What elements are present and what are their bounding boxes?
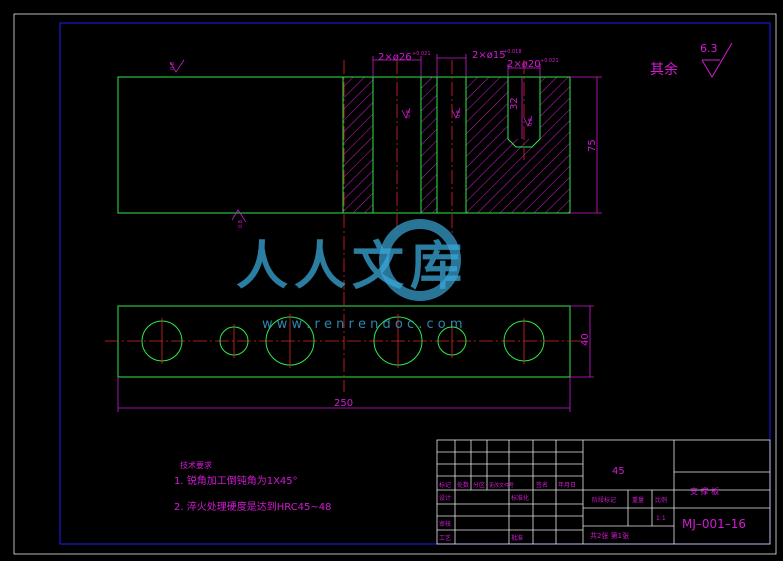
roughness-general-symbol [701, 42, 733, 78]
dim-height: 75 [587, 139, 598, 152]
header-date: 年月日 [558, 481, 576, 489]
front-dimensions [372, 54, 602, 214]
notes-line-2: 2. 淬火处理硬度是达到HRC45~48 [174, 500, 332, 513]
slot-outline [507, 77, 541, 148]
watermark-url: w w w . r e n r e n d o c . c o m [262, 317, 463, 332]
drawing-number: MJ–001–16 [682, 517, 746, 531]
header-mark: 标记 [439, 481, 451, 489]
hatch-region-2 [421, 77, 437, 213]
dim-hole-15-tol: +0.018 [503, 49, 522, 55]
watermark [379, 219, 461, 301]
material: 45 [612, 466, 625, 477]
header-signature: 签名 [536, 481, 548, 489]
watermark-logo [379, 219, 461, 301]
designer-label: 设计 [439, 494, 451, 502]
plan-view [105, 292, 585, 392]
outer-frame [13, 13, 777, 555]
dim-width-plan: 40 [580, 333, 591, 346]
ra-hole-1: 0.8 [406, 110, 412, 118]
hatch-region-1 [343, 77, 373, 213]
roughness-label: 其余 [650, 61, 678, 78]
checker-label: 审核 [439, 520, 451, 528]
inner-border [59, 22, 771, 545]
roughness-value: 6.3 [700, 42, 718, 55]
roughness-symbols [169, 59, 533, 223]
stage-mark-label: 阶段标记 [592, 496, 616, 504]
approved-label: 批准 [511, 534, 523, 542]
dim-hole-15: 2×ø15 [472, 50, 506, 61]
dim-hole-20-tol: +0.021 [540, 58, 559, 64]
title-block [436, 439, 771, 545]
notes-title: 技术要求 [180, 460, 212, 470]
ra-top: 0.8 [170, 62, 176, 70]
hole-crosshairs [161, 314, 525, 368]
ra-bottom: 0.8 [238, 220, 244, 228]
plan-dimensions [117, 305, 594, 412]
front-view [117, 60, 571, 290]
watermark-chinese: 人人文库 [236, 237, 468, 297]
sheet-count: 共2张 第1张 [590, 531, 629, 540]
scale-value: 1:1 [656, 515, 666, 522]
header-zone: 分区 [473, 481, 485, 489]
dim-hole-26: 2×ø26 [378, 52, 412, 63]
weight-label: 重量 [632, 496, 644, 504]
dim-hole-20: 2×ø20 [507, 59, 541, 70]
dim-length: 250 [334, 398, 353, 409]
ra-hole-2: 0.8 [456, 110, 462, 118]
notes-line-1: 1. 锐角加工倒钝角为1X45° [174, 474, 298, 487]
standardized-label: 标准化 [511, 494, 529, 502]
part-name: 支 撑 板 [690, 486, 719, 496]
header-count: 处数 [457, 481, 469, 489]
dim-hole-26-tol: +0.021 [412, 51, 431, 57]
dim-depth: 32 [509, 97, 520, 110]
header-change-doc: 更改文件号 [489, 482, 514, 489]
process-label: 工艺 [439, 534, 451, 542]
scale-label: 比例 [655, 496, 667, 504]
ra-slot: 0.8 [528, 118, 534, 126]
